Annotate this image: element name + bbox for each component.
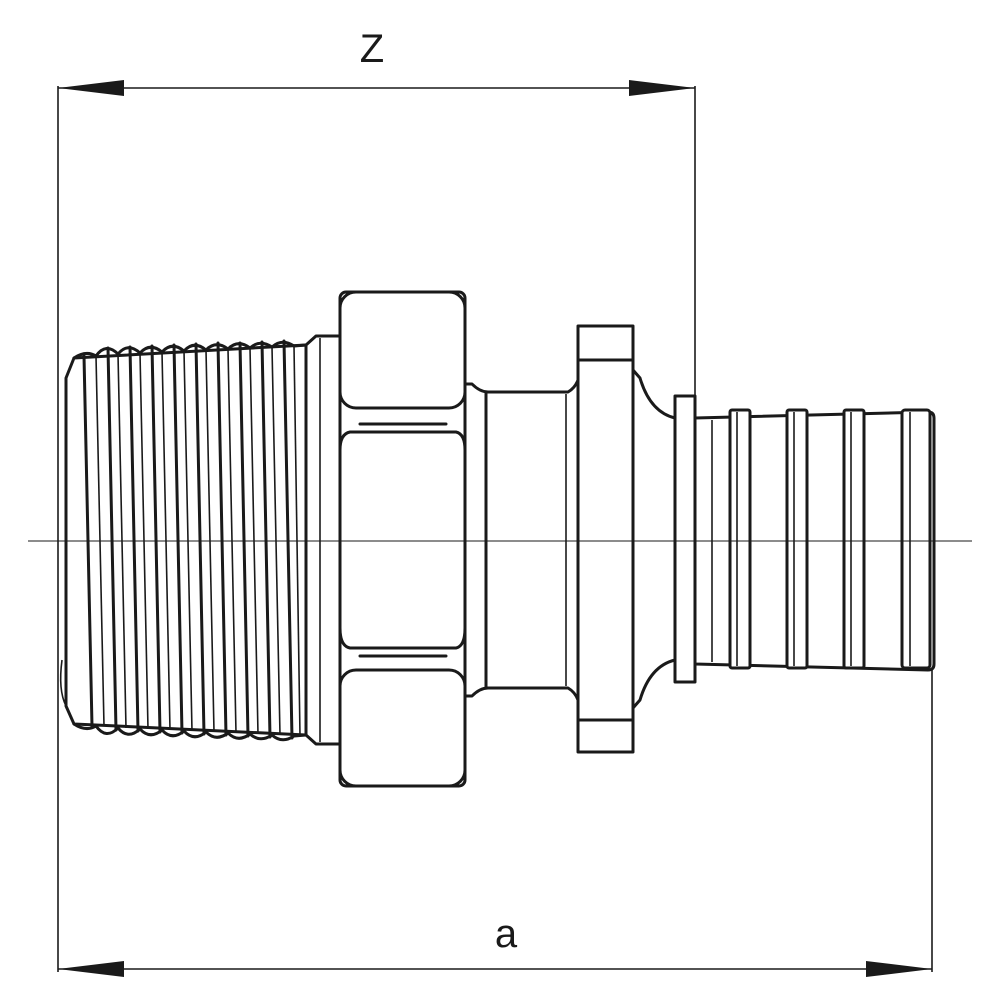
- arrowhead-left-icon: [58, 961, 124, 977]
- dimension-z-label: Z: [360, 27, 384, 71]
- arrowhead-right-icon: [866, 961, 932, 977]
- flange: [576, 324, 635, 754]
- hex-nut: [338, 290, 467, 788]
- dimension-a-label: a: [495, 912, 518, 956]
- thread-collar: [304, 334, 342, 746]
- arrowhead-right-icon: [629, 80, 695, 96]
- pex-barb: [631, 368, 936, 710]
- dimension-z: Z: [58, 27, 695, 96]
- fitting-body: [463, 378, 580, 702]
- threaded-end: [59, 339, 308, 742]
- dimension-a: a: [58, 912, 932, 977]
- arrowhead-left-icon: [58, 80, 124, 96]
